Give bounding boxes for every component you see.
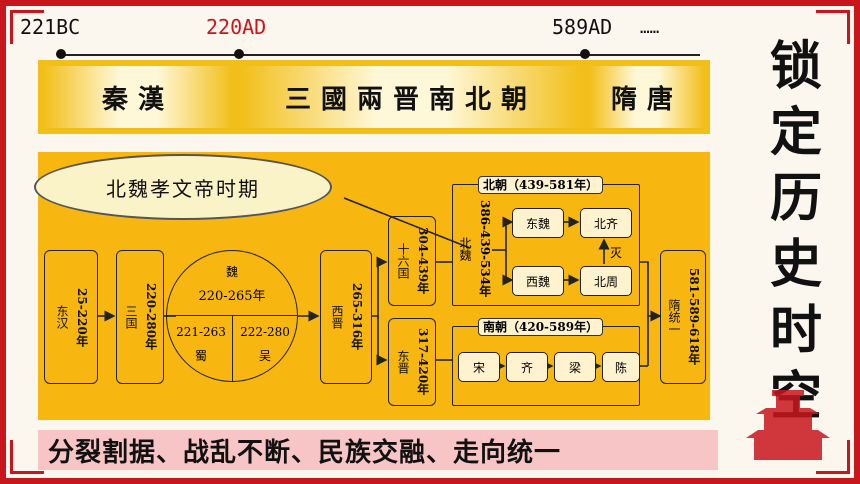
timeline-dot: [580, 49, 590, 59]
side-title-char: 历: [769, 168, 822, 229]
wei-years: 220-265年: [198, 289, 266, 304]
bottom-summary: 分裂割据、战乱不断、民族交融、走向统一: [48, 438, 562, 468]
node-sanguo: 220-280年 三国: [116, 250, 164, 384]
wu-name: 吴: [258, 349, 271, 363]
mie-label: 灭: [610, 246, 623, 260]
node-shiliuguo-years: 304-439年: [415, 227, 430, 295]
side-title-char: 定: [769, 102, 822, 163]
node-liang: 梁: [554, 352, 596, 382]
node-sui-name: 隋统一: [667, 299, 681, 335]
node-xijin-years: 265-316年: [349, 283, 364, 351]
era-suitang: 隋唐: [590, 66, 704, 128]
node-beiwei: 386-439-534年 北魏: [456, 196, 492, 302]
timeline-axis: [60, 54, 700, 56]
frame-corner-ornament: [816, 10, 850, 44]
node-beiqi: 北齐: [580, 208, 632, 238]
timeline-dot: [56, 49, 66, 59]
node-chen: 陈: [602, 352, 640, 382]
node-donghan-name: 东汉: [55, 305, 69, 329]
node-beiwei-years: 386-439-534年: [477, 200, 492, 298]
node-xijin-name: 西晋: [330, 305, 344, 329]
timeline-start-label: 221BC: [20, 15, 81, 39]
nanchao-title: 南朝（420-589年）: [478, 318, 604, 336]
node-dongjin: 317-420年 东晋: [388, 318, 436, 406]
node-sanguo-years: 220-280年: [143, 283, 158, 351]
node-xiwei: 西魏: [512, 266, 564, 296]
side-title: 锁 定 历 史 时 空: [756, 34, 836, 430]
frame-corner-ornament: [10, 440, 44, 474]
node-beiwei-name: 北魏: [458, 237, 472, 261]
node-sanguo-name: 三国: [124, 305, 138, 329]
timeline-dot: [234, 49, 244, 59]
node-dongjin-name: 东晋: [396, 350, 410, 374]
node-sui: 581-589-618年 隋统一: [660, 250, 706, 384]
side-title-char: 史: [769, 234, 822, 295]
side-title-char: 锁: [769, 36, 822, 97]
frame-corner-ornament: [10, 10, 44, 44]
node-sui-years: 581-589-618年: [686, 268, 701, 366]
frame-corner-ornament: [816, 440, 850, 474]
node-dongjin-years: 317-420年: [415, 328, 430, 396]
node-three-kingdoms-circle: 魏 220-265年 221-263 蜀 222-280 吴: [166, 250, 298, 382]
node-donghan-years: 25-220年: [74, 287, 89, 347]
era-qinhan: 秦漢: [44, 66, 232, 128]
timeline-end-label: 589AD: [552, 15, 613, 39]
node-donghan: 25-220年 东汉: [44, 250, 98, 384]
node-beizhou: 北周: [580, 266, 632, 296]
side-title-char: 时: [769, 300, 822, 361]
wu-years: 222-280: [240, 325, 290, 339]
timeline-mid-label: 220AD: [206, 15, 267, 39]
node-qi: 齐: [506, 352, 548, 382]
temple-silhouette-icon: [746, 390, 830, 460]
node-dongwei: 东魏: [512, 208, 564, 238]
timeline-ellipsis: ……: [640, 18, 660, 37]
shu-name: 蜀: [194, 349, 207, 363]
era-sanguo-liangjin-nanbeichao: 三國兩晋南北朝: [242, 66, 580, 128]
callout-bubble: 北魏孝文帝时期: [34, 154, 332, 220]
wei-name: 魏: [225, 265, 238, 279]
node-song: 宋: [458, 352, 500, 382]
node-shiliuguo-name: 十六国: [396, 243, 410, 279]
bottom-bar: [38, 430, 718, 470]
node-shiliuguo: 304-439年 十六国: [388, 216, 436, 306]
shu-years: 221-263: [176, 325, 226, 339]
callout-text: 北魏孝文帝时期: [106, 176, 260, 201]
node-xijin: 265-316年 西晋: [320, 250, 372, 384]
beichao-title: 北朝（439-581年）: [478, 176, 604, 194]
